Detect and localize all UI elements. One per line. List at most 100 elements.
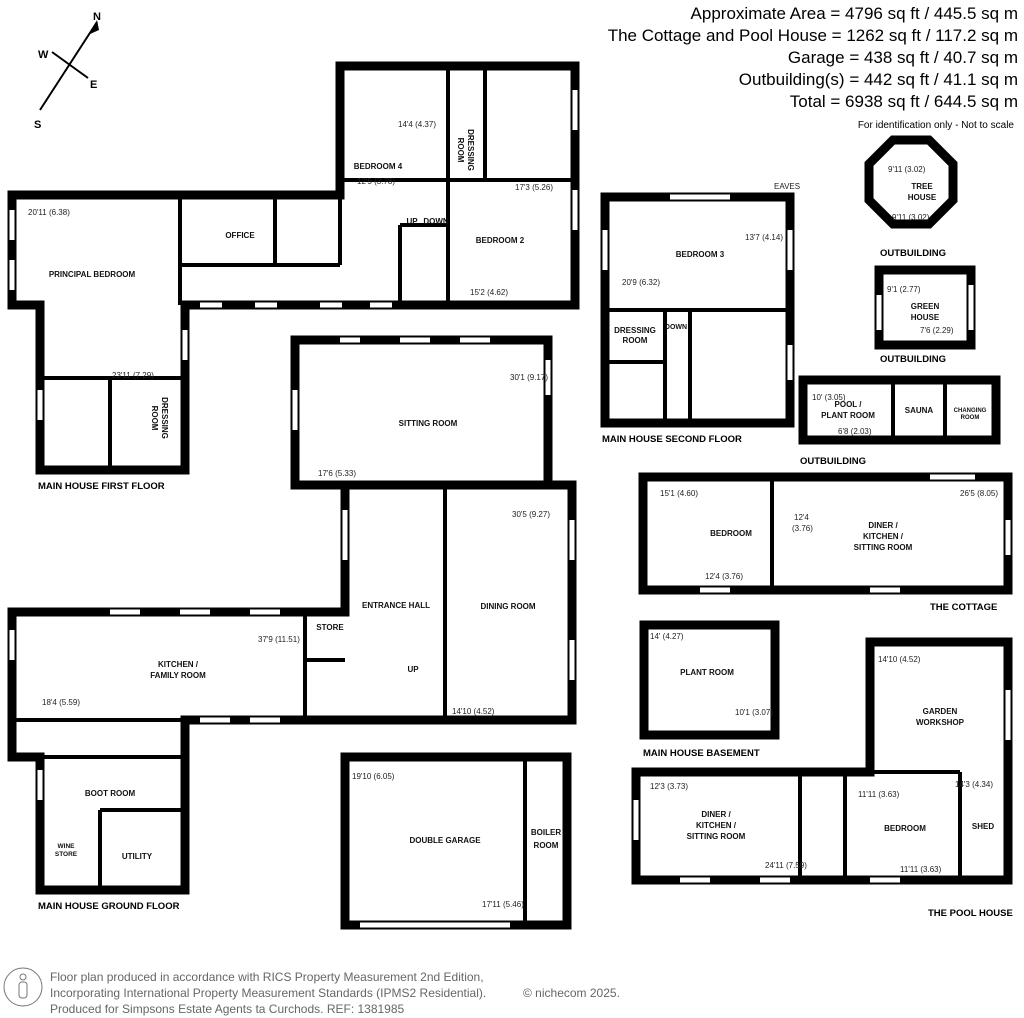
floor-label-ground: MAIN HOUSE GROUND FLOOR <box>38 901 180 912</box>
dimension: 20'11 (6.38) <box>28 208 70 217</box>
floor-label-first: MAIN HOUSE FIRST FLOOR <box>38 481 165 492</box>
floor-label-second: MAIN HOUSE SECOND FLOOR <box>602 434 742 445</box>
room-green-house: GREEN <box>911 302 940 311</box>
floor-label-basement: MAIN HOUSE BASEMENT <box>643 748 760 759</box>
second-floor-plan: BEDROOM 3 13'7 (4.14) 20'9 (6.32) EAVES … <box>600 182 800 445</box>
dimension: 18'4 (5.59) <box>42 698 80 707</box>
label-line: PLANT ROOM <box>821 411 875 420</box>
dimension: 7'6 (2.29) <box>920 326 954 335</box>
room-cottage-diner-kitchen-sitting: DINER / <box>868 521 898 530</box>
dimension: 14'10 (4.52) <box>452 707 495 716</box>
floor-label-outbuilding: OUTBUILDING <box>800 456 866 467</box>
dimension: 24'11 (7.59) <box>765 861 807 870</box>
stairs-down-label: DOWN <box>665 324 687 331</box>
basement-plan: PLANT ROOM 14' (4.27) 10'1 (3.07) MAIN H… <box>639 620 780 759</box>
compass-west: W <box>38 49 49 61</box>
area-total: Total = 6938 sq ft / 644.5 sq m <box>790 92 1018 111</box>
dimension: 30'5 (9.27) <box>512 510 550 519</box>
footer-line-2: Incorporating International Property Mea… <box>50 986 486 1000</box>
dimension: (3.76) <box>792 524 813 533</box>
label-line: WORKSHOP <box>916 718 965 727</box>
room-tree-house: TREE <box>911 182 933 191</box>
footer-line-3: Produced for Simpsons Estate Agents ta C… <box>50 1002 405 1016</box>
room-changing-room: CHANGING <box>954 408 987 414</box>
area-summary: Approximate Area = 4796 sq ft / 445.5 sq… <box>608 4 1018 131</box>
room-sauna: SAUNA <box>905 406 934 415</box>
outbuildings-plan: TREE HOUSE 9'11 (3.02) 9'11 (3.02) OUTBU… <box>798 135 1001 467</box>
dimension: 10'1 (3.07) <box>735 708 773 717</box>
label-line: HOUSE <box>908 193 937 202</box>
person-icon <box>3 967 43 1007</box>
room-dressing-room-first: DRESSING ROOM <box>456 129 475 171</box>
floor-label-outbuilding: OUTBUILDING <box>880 248 946 259</box>
room-office: OFFICE <box>225 231 255 240</box>
floor-label-cottage: THE COTTAGE <box>930 602 997 613</box>
dimension: 12'4 (3.76) <box>705 572 743 581</box>
room-boiler-room: BOILER <box>531 828 561 837</box>
room-dressing-room-second: DRESSING <box>614 326 656 335</box>
room-cottage-bedroom: BEDROOM <box>710 529 752 538</box>
dimension: 14'10 (4.52) <box>878 655 921 664</box>
area-garage: Garage = 438 sq ft / 40.7 sq m <box>788 48 1018 67</box>
dimension: 14'3 (4.34) <box>955 780 993 789</box>
cottage-plan: BEDROOM 15'1 (4.60) 12'4 (3.76) DINER / … <box>638 472 1013 613</box>
floor-label-outbuilding: OUTBUILDING <box>880 354 946 365</box>
room-principal-bedroom: PRINCIPAL BEDROOM <box>49 270 136 279</box>
dimension: 9'11 (3.02) <box>888 165 926 174</box>
dimension: 11'11 (3.63) <box>858 790 900 799</box>
dimension: 15'2 (4.62) <box>470 288 508 297</box>
room-pool-diner-kitchen-sitting: DINER / <box>701 810 731 819</box>
label-line: KITCHEN / <box>863 532 904 541</box>
pool-house-plan: DINER / KITCHEN / SITTING ROOM 12'3 (3.7… <box>631 637 1013 919</box>
room-kitchen-family: KITCHEN / <box>158 660 199 669</box>
dimension: 19'10 (6.05) <box>352 772 395 781</box>
compass-south: S <box>34 119 41 131</box>
compass-north: N <box>93 11 101 23</box>
dimension: 12'5 (3.78) <box>357 177 395 186</box>
area-approximate: Approximate Area = 4796 sq ft / 445.5 sq… <box>691 4 1018 23</box>
dimension: 15'1 (4.60) <box>660 489 698 498</box>
scale-note: For identification only - Not to scale <box>858 120 1015 131</box>
room-bedroom-2: BEDROOM 2 <box>476 236 525 245</box>
footer: Floor plan produced in accordance with R… <box>3 967 620 1016</box>
dimension: 23'11 (7.29) <box>112 371 154 380</box>
eaves-label: EAVES <box>774 182 800 191</box>
compass-east: E <box>90 79 97 91</box>
label-line: ROOM <box>623 336 648 345</box>
room-shed: SHED <box>972 822 994 831</box>
floor-label-pool-house: THE POOL HOUSE <box>928 908 1013 919</box>
label-line: FAMILY ROOM <box>150 671 206 680</box>
label-line: HOUSE <box>911 313 940 322</box>
label-line: KITCHEN / <box>696 821 737 830</box>
dimension: 13'7 (4.14) <box>745 233 783 242</box>
label-line: DRESSING <box>466 129 475 171</box>
compass-icon: N E W S <box>34 11 101 131</box>
room-store: STORE <box>316 623 344 632</box>
label-line: ROOM <box>456 138 465 163</box>
room-bedroom-4: BEDROOM 4 <box>354 162 403 171</box>
label-line: STORE <box>55 851 78 858</box>
dimension: 37'9 (11.51) <box>258 635 300 644</box>
room-pool-bedroom: BEDROOM <box>884 824 926 833</box>
room-pool-plant-room: POOL / <box>835 400 863 409</box>
stairs-down-label: DOWN <box>423 217 449 226</box>
dimension: 17'3 (5.26) <box>515 183 553 192</box>
room-entrance-hall: ENTRANCE HALL <box>362 601 430 610</box>
label-line: ROOM <box>534 841 559 850</box>
label-line: SITTING ROOM <box>854 543 913 552</box>
dimension: 12'4 <box>794 513 809 522</box>
label-line: SITTING ROOM <box>687 832 746 841</box>
dimension: 9'11 (3.02) <box>892 213 930 222</box>
room-garden-workshop: GARDEN <box>923 707 958 716</box>
label-line: DRESSING <box>160 397 169 439</box>
label-line: ROOM <box>961 415 980 421</box>
dimension: 14' (4.27) <box>650 632 684 641</box>
dimension: 14'4 (4.37) <box>398 120 436 129</box>
stairs-up-label: UP <box>407 665 419 674</box>
garage-plan: DOUBLE GARAGE 19'10 (6.05) 17'11 (5.46) … <box>340 752 572 930</box>
room-dining-room: DINING ROOM <box>480 602 535 611</box>
room-dressing-room-principal: DRESSING ROOM <box>150 397 169 439</box>
room-utility: UTILITY <box>122 852 153 861</box>
dimension: 17'11 (5.46) <box>482 900 524 909</box>
